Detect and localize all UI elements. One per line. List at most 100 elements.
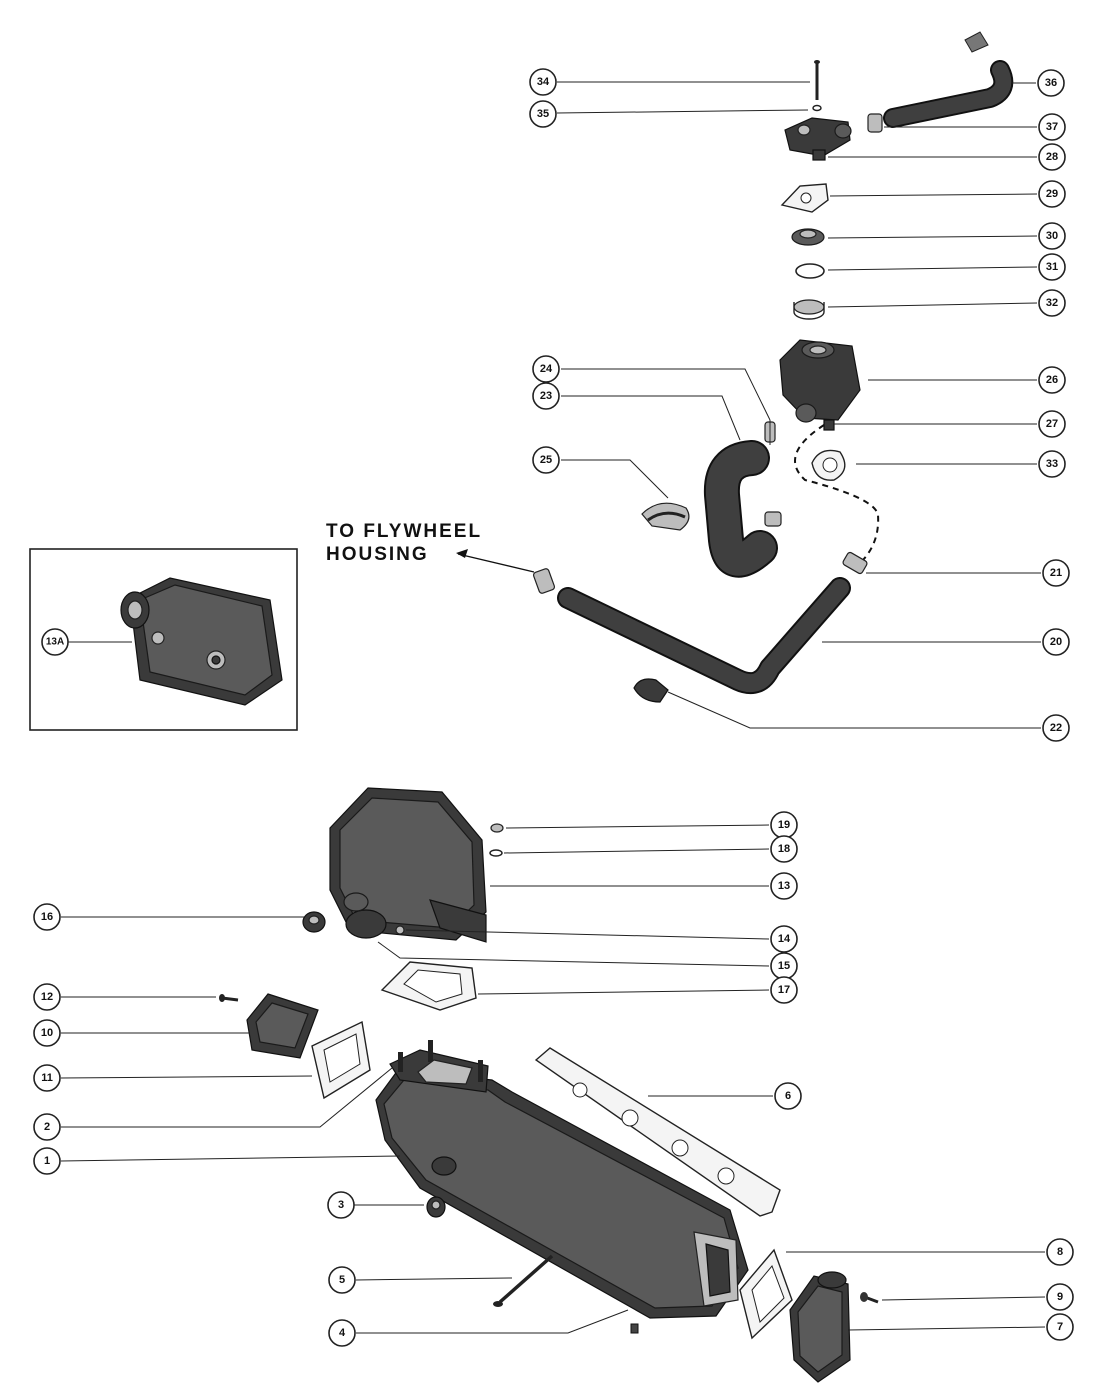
part-21-clamp (842, 551, 868, 575)
callout-17: 17 (770, 976, 798, 1004)
svg-text:12: 12 (41, 991, 53, 1003)
part-33-gasket (811, 449, 846, 481)
part-22-clip (633, 678, 669, 703)
part-23-hose (703, 440, 782, 578)
part-31-oring (795, 263, 825, 279)
callouts: 34 35 36 37 28 29 30 31 32 24 23 26 27 2… (33, 68, 1074, 1347)
callout-1: 1 (33, 1147, 61, 1175)
svg-text:16: 16 (41, 911, 53, 923)
svg-text:13A: 13A (46, 637, 64, 648)
part-20-hose (557, 577, 851, 694)
svg-text:8: 8 (1057, 1246, 1063, 1258)
part-30-thermostat (791, 228, 825, 246)
svg-text:13: 13 (778, 880, 790, 892)
part-35-washer (812, 104, 822, 112)
part-13a-elbow (120, 577, 283, 706)
svg-text:37: 37 (1046, 121, 1058, 133)
svg-text:19: 19 (778, 819, 790, 831)
part-28-housing (784, 117, 852, 161)
part-34-bolt (814, 60, 820, 100)
svg-text:21: 21 (1050, 567, 1062, 579)
callout-11: 11 (33, 1064, 61, 1092)
svg-text:10: 10 (41, 1027, 53, 1039)
svg-text:23: 23 (540, 390, 552, 402)
callout-22: 22 (1042, 714, 1070, 742)
callout-31: 31 (1038, 253, 1066, 281)
svg-text:1: 1 (44, 1155, 50, 1167)
svg-text:5: 5 (339, 1274, 345, 1286)
svg-text:29: 29 (1046, 188, 1058, 200)
svg-text:35: 35 (537, 108, 549, 120)
part-1-exhaust-manifold (375, 1040, 749, 1319)
callout-21: 21 (1042, 559, 1070, 587)
svg-text:11: 11 (41, 1072, 53, 1084)
callout-37: 37 (1038, 113, 1066, 141)
svg-text:4: 4 (339, 1327, 346, 1339)
part-25-clamp (641, 502, 690, 531)
callout-6: 6 (774, 1082, 802, 1110)
svg-text:22: 22 (1050, 722, 1062, 734)
svg-text:3: 3 (338, 1199, 344, 1211)
callout-28: 28 (1038, 143, 1066, 171)
svg-text:34: 34 (537, 76, 550, 88)
svg-text:14: 14 (778, 933, 791, 945)
svg-text:36: 36 (1045, 77, 1057, 89)
inset-13a (29, 548, 298, 731)
callout-35: 35 (529, 100, 557, 128)
callout-7: 7 (1046, 1313, 1074, 1341)
svg-text:31: 31 (1046, 261, 1058, 273)
callout-19: 19 (770, 811, 798, 839)
callout-30: 30 (1038, 222, 1066, 250)
callout-13a: 13A (41, 628, 69, 656)
callout-26: 26 (1038, 366, 1066, 394)
callout-34: 34 (529, 68, 557, 96)
part-26-thermostat-housing (779, 339, 861, 423)
svg-text:7: 7 (1057, 1321, 1063, 1333)
callout-36: 36 (1037, 69, 1065, 97)
svg-text:25: 25 (540, 454, 552, 466)
callout-3: 3 (327, 1191, 355, 1219)
callout-2: 2 (33, 1113, 61, 1141)
callout-13: 13 (770, 872, 798, 900)
inset-frame (29, 548, 298, 731)
part-3-plug (426, 1196, 446, 1218)
part-19-nut (490, 823, 504, 833)
callout-24: 24 (532, 355, 560, 383)
part-10-cover (246, 993, 319, 1059)
callout-27: 27 (1038, 410, 1066, 438)
callout-23: 23 (532, 382, 560, 410)
part-7-elbow (789, 1271, 851, 1383)
part-4-plug (630, 1323, 639, 1334)
svg-text:18: 18 (778, 843, 790, 855)
svg-text:6: 6 (785, 1090, 791, 1102)
part-32-sleeve (793, 299, 825, 320)
flywheel-housing-note: TO FLYWHEEL HOUSING (326, 521, 535, 573)
svg-text:27: 27 (1046, 418, 1058, 430)
callout-12: 12 (33, 983, 61, 1011)
part-14-drain (395, 925, 405, 935)
svg-text:28: 28 (1046, 151, 1058, 163)
part-9-screw (860, 1292, 879, 1304)
flywheel-arrow-line (457, 553, 535, 573)
callout-32: 32 (1038, 289, 1066, 317)
part-8-gasket (739, 1248, 793, 1340)
callout-9: 9 (1046, 1283, 1074, 1311)
svg-text:15: 15 (778, 960, 790, 972)
callout-16: 16 (33, 903, 61, 931)
part-29-gasket (780, 183, 829, 213)
svg-text:30: 30 (1046, 230, 1058, 242)
flywheel-arrow-head (456, 549, 468, 558)
svg-text:20: 20 (1050, 636, 1062, 648)
part-24-clamp (764, 420, 776, 445)
callout-15: 15 (770, 952, 798, 980)
callout-20: 20 (1042, 628, 1070, 656)
callout-33: 33 (1038, 450, 1066, 478)
callout-25: 25 (532, 446, 560, 474)
part-5-stud (493, 1254, 554, 1307)
part-13-exhaust-elbow (329, 787, 487, 943)
callout-29: 29 (1038, 180, 1066, 208)
svg-text:9: 9 (1057, 1291, 1063, 1303)
part-flywheel-clamp (532, 568, 556, 594)
svg-text:33: 33 (1046, 458, 1058, 470)
